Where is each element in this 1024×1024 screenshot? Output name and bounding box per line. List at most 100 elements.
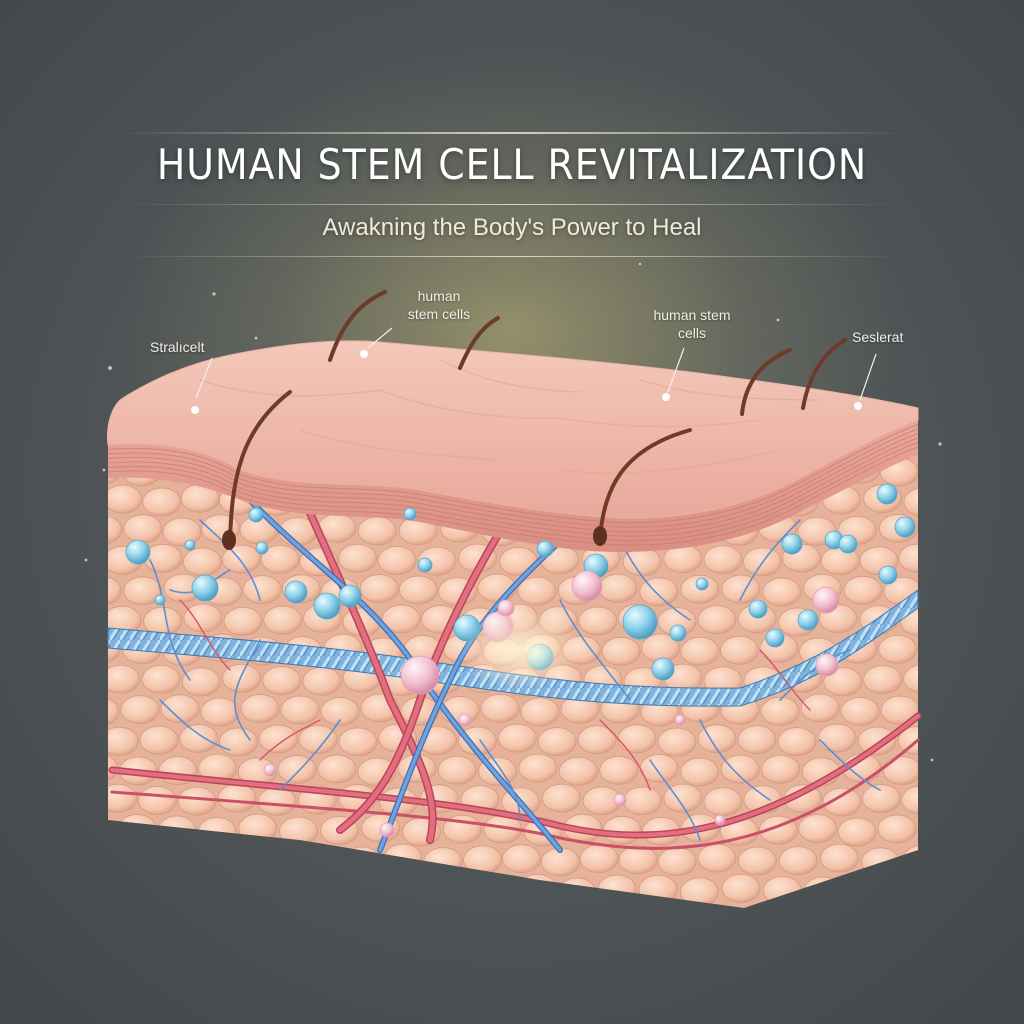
tissue-cell <box>301 846 341 876</box>
tissue-cell <box>317 754 357 784</box>
tissue-cell <box>258 724 298 754</box>
tissue-cell <box>108 873 117 903</box>
tissue-cell <box>579 844 619 874</box>
tissue-cell <box>720 754 760 784</box>
callout-label-left: Stralıcelt <box>150 339 205 355</box>
tissue-cell <box>402 873 442 903</box>
tissue-cell <box>199 874 239 904</box>
stem-cell-blue <box>417 557 433 573</box>
stem-cell-blue <box>797 609 819 631</box>
stem-cell-pink <box>674 714 686 726</box>
tissue-cell <box>817 723 857 753</box>
tissue-cell <box>139 725 179 755</box>
tissue-cell <box>181 667 221 697</box>
tissue-cell <box>263 605 303 635</box>
tissue-cell <box>882 877 918 906</box>
stem-cell-pink <box>458 713 472 727</box>
tissue-cell <box>357 516 397 546</box>
stem-cell-blue <box>125 539 151 565</box>
tissue-cell <box>377 546 417 575</box>
callout-line: human stem <box>653 307 731 323</box>
tissue-cell <box>778 846 818 876</box>
stem-cell-pink <box>714 814 726 826</box>
tissue-cell <box>463 845 502 875</box>
tissue-cell <box>599 755 639 785</box>
tissue-cell <box>857 726 897 756</box>
tissue-cell <box>761 754 801 784</box>
tissue-cell <box>703 787 743 817</box>
stem-cell-pink <box>613 793 627 807</box>
tissue-cell <box>720 635 759 665</box>
stem-cell-blue <box>536 540 554 558</box>
callout-label-center-left: human stem cells <box>384 287 494 323</box>
tissue-cell <box>598 573 638 603</box>
tissue-cell <box>217 783 257 813</box>
tissue-cell <box>338 727 378 757</box>
stem-cell-blue <box>894 516 916 538</box>
callout-label-right: Seslerat <box>852 329 904 345</box>
tissue-cell <box>242 575 282 605</box>
tissue-cell <box>697 843 737 873</box>
tissue-cell <box>617 724 657 754</box>
tissue-cell <box>663 783 703 813</box>
tissue-cell <box>657 847 697 877</box>
stem-cell-blue <box>695 577 709 591</box>
stem-cell-pink <box>812 586 840 614</box>
tissue-cell <box>517 576 557 606</box>
stem-cell-blue <box>184 539 196 551</box>
title-rule-top <box>120 132 904 134</box>
tissue-cell <box>777 727 817 757</box>
tissue-cell <box>160 694 200 724</box>
tissue-cell <box>697 724 737 754</box>
stem-cell-blue <box>876 483 898 505</box>
tissue-cell <box>359 574 399 603</box>
tissue-cell <box>680 877 719 907</box>
stratum-line <box>107 428 919 528</box>
stem-cell-pink <box>571 570 603 602</box>
tissue-cell <box>618 845 658 875</box>
tissue-cell <box>882 756 918 785</box>
tissue-cell <box>823 667 863 697</box>
tissue-cell <box>137 844 177 874</box>
tissue-cell <box>381 604 421 634</box>
stem-cell-blue <box>651 657 675 681</box>
tissue-cell <box>837 817 877 847</box>
tissue-cell <box>737 725 777 755</box>
stem-cell-blue <box>338 584 362 608</box>
tissue-cell <box>183 603 223 633</box>
callout-leader-lines <box>195 327 877 401</box>
tissue-cell <box>680 757 720 787</box>
tissue-cell <box>518 753 558 783</box>
tissue-cell <box>182 547 222 577</box>
tissue-cell <box>320 697 360 726</box>
stem-cell-blue <box>154 594 166 606</box>
tissue-cell <box>219 847 258 877</box>
tissue-cell <box>423 847 463 877</box>
tissue-cell <box>279 816 318 846</box>
tissue-cell <box>558 756 598 786</box>
tissue-cell <box>697 605 737 635</box>
tissue-cell <box>383 843 423 873</box>
tissue-cell <box>822 787 862 817</box>
tissue-cell <box>903 664 918 694</box>
tissue-cell <box>158 875 198 904</box>
callout-line: human <box>417 288 461 304</box>
tissue-cell <box>762 577 802 607</box>
tissue-cell <box>798 814 838 843</box>
tissue-cell <box>178 845 217 874</box>
tissue-cell <box>108 817 118 847</box>
tissue-cell <box>117 814 157 843</box>
tissue-cell <box>260 843 300 873</box>
tissue-cell <box>862 784 901 813</box>
stem-cell-pink <box>400 655 440 695</box>
tissue-cell <box>840 696 880 726</box>
tissue-cell <box>108 783 138 813</box>
callout-line: cells <box>677 325 706 341</box>
tissue-cell <box>577 725 617 755</box>
page-subtitle: Awakning the Body's Power to Heal <box>322 214 702 241</box>
tissue-cell <box>437 755 477 785</box>
tissue-cell <box>803 876 843 906</box>
tissue-cell <box>221 544 261 574</box>
stem-cell-blue <box>622 604 658 640</box>
